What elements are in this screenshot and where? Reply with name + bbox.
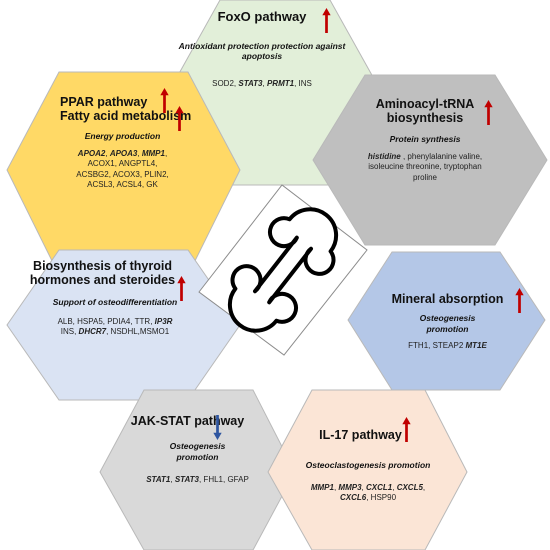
hex-mineral <box>347 251 546 391</box>
gene-text: , NSDHL,MSMO1 <box>106 327 170 337</box>
gene-highlight: STAT3 <box>174 474 199 484</box>
aminoacyl-content: Aminoacyl-tRNA biosynthesis Protein synt… <box>355 97 495 183</box>
jakstat-content: JAK-STAT pathway Osteogenesis promotion … <box>130 414 265 485</box>
gene-highlight: MMP3 <box>338 482 362 492</box>
jakstat-title: JAK-STAT pathway <box>130 414 245 428</box>
ppar-title: PPAR pathway Fatty acid metabolism <box>40 95 205 124</box>
il17-content: IL-17 pathway Osteoclastogenesis promoti… <box>298 428 438 503</box>
gene-text: SOD2, <box>212 79 239 89</box>
gene-highlight: PRMT1 <box>266 79 295 89</box>
gene-highlight: CXCL1 <box>366 482 393 492</box>
thyroid-title: Biosynthesis of thyroid hormones and ste… <box>29 259 176 288</box>
thyroid-content: Biosynthesis of thyroid hormones and ste… <box>25 259 205 338</box>
gene-text: ALB, HSPA5, PDIA4, TTR, <box>57 316 155 326</box>
gene-highlight: IP3R <box>154 316 173 326</box>
aminoacyl-up-arrow-icon <box>484 100 493 130</box>
mineral-subtitle: Osteogenesis promotion <box>419 313 476 334</box>
il17-title: IL-17 pathway <box>319 428 402 442</box>
gene-text: , <box>392 482 397 492</box>
gene-highlight: histidine <box>367 151 401 161</box>
gene-highlight: MT1E <box>465 340 487 350</box>
gene-highlight: APOA2 <box>77 148 106 158</box>
mineral-content: Mineral absorption Osteogenesis promotio… <box>385 292 510 351</box>
gene-text: FTH1, STEAP2 <box>408 340 466 350</box>
bone-icon <box>198 184 368 356</box>
gene-text: , <box>333 482 339 492</box>
il17-subtitle: Osteoclastogenesis promotion <box>305 460 431 471</box>
gene-text: , <box>422 482 426 492</box>
gene-highlight: STAT3 <box>238 79 263 89</box>
gene-highlight: MMP1 <box>310 482 334 492</box>
gene-highlight: CXCL6 <box>339 492 367 502</box>
gene-text: , phenylalanine valine, isoleucine threo… <box>368 151 483 182</box>
mineral-genes: FTH1, STEAP2 MT1E <box>385 341 510 351</box>
jakstat-subtitle: Osteogenesis promotion <box>169 441 226 462</box>
ppar-content: PPAR pathway Fatty acid metabolism Energ… <box>40 95 205 191</box>
gene-text: , FHL1, GFAP <box>198 474 249 484</box>
thyroid-genes: ALB, HSPA5, PDIA4, TTR, IP3R INS, DHCR7,… <box>25 317 205 338</box>
hex-jakstat <box>99 389 296 550</box>
ppar-title-line2: Fatty acid metabolism <box>60 109 192 124</box>
jakstat-genes: STAT1, STAT3, FHL1, GFAP <box>130 475 265 485</box>
aminoacyl-subtitle: Protein synthesis <box>389 133 461 144</box>
il17-genes: MMP1, MMP3, CXCL1, CXCL5, CXCL6, HSP90 <box>298 483 438 504</box>
foxo-genes: SOD2, STAT3, PRMT1, INS <box>172 79 352 89</box>
foxo-up-arrow-icon <box>322 8 331 38</box>
thyroid-subtitle: Support of osteodifferentiation <box>52 296 178 307</box>
foxo-content: FoxO pathway Antioxidant protection prot… <box>172 9 352 90</box>
foxo-subtitle: Antioxidant protection protection agains… <box>178 40 346 62</box>
ppar-up-arrow-icon-2 <box>175 106 184 136</box>
gene-text: , ACOX1, ANGPTL4, ACSBG2, ACOX3, PLIN2, … <box>76 148 169 190</box>
gene-text: , <box>361 482 366 492</box>
gene-highlight: DHCR7 <box>78 327 107 337</box>
gene-text: , <box>137 148 142 158</box>
gene-highlight: CXCL5 <box>396 482 423 492</box>
gene-text: , <box>105 148 110 158</box>
mineral-title: Mineral absorption <box>391 292 504 306</box>
mineral-up-arrow-icon <box>515 288 524 318</box>
aminoacyl-genes: histidine , phenylalanine valine, isoleu… <box>355 152 495 183</box>
ppar-subtitle: Energy production <box>84 130 161 141</box>
ppar-up-arrow-icon-1 <box>160 88 169 118</box>
jakstat-down-arrow-icon <box>213 415 222 445</box>
gene-text: , HSP90 <box>366 492 397 502</box>
gene-text: INS, <box>60 327 79 337</box>
gene-text: , <box>170 474 175 484</box>
gene-highlight: MMP1 <box>141 148 165 158</box>
il17-up-arrow-icon <box>402 417 411 447</box>
gene-text: , INS <box>294 79 312 89</box>
ppar-title-line1: PPAR pathway <box>60 95 148 109</box>
gene-highlight: STAT1 <box>146 474 171 484</box>
foxo-title: FoxO pathway <box>217 9 307 24</box>
thyroid-up-arrow-icon <box>177 276 186 306</box>
gene-text: , <box>262 79 267 89</box>
ppar-genes: APOA2, APOA3, MMP1, ACOX1, ANGPTL4, ACSB… <box>40 149 205 191</box>
hex-il17 <box>267 389 468 550</box>
gene-highlight: APOA3 <box>109 148 138 158</box>
aminoacyl-title: Aminoacyl-tRNA biosynthesis <box>375 97 475 126</box>
